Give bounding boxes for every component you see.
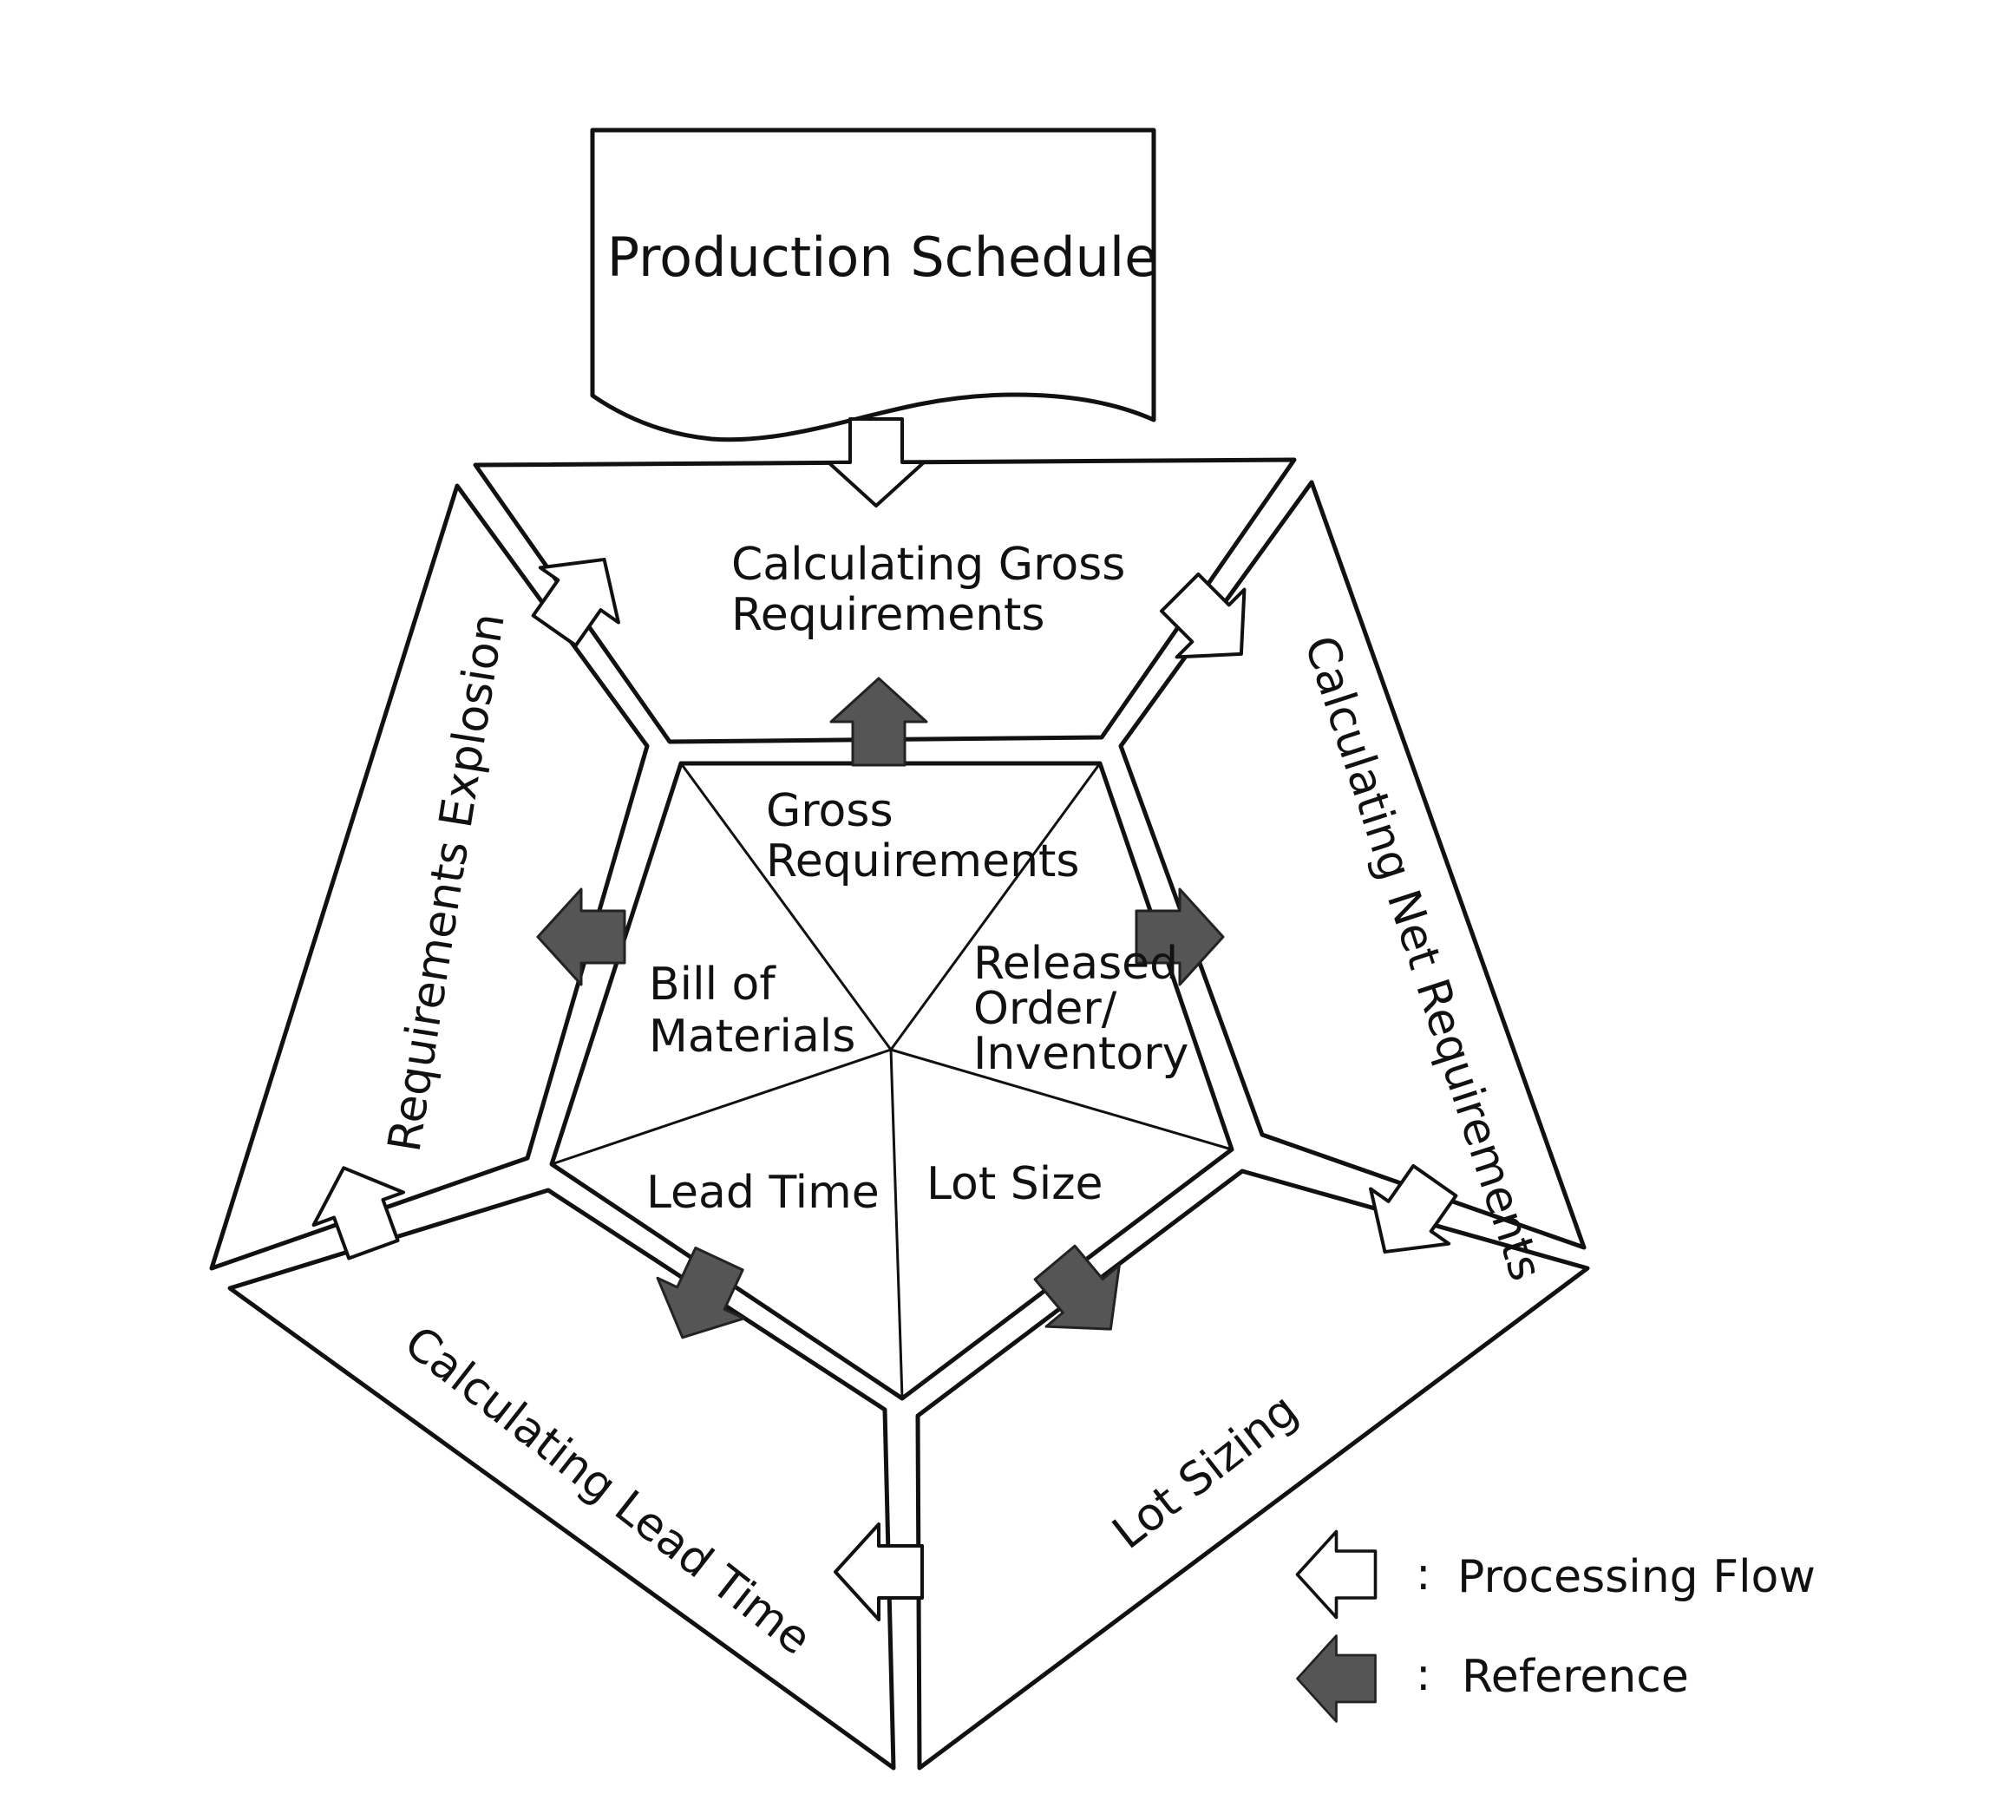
panel-calculating-gross-requirements [473,457,1297,744]
legend-processing-flow-arrow [1295,1529,1378,1620]
label-lead-time: Lead Time [646,1167,880,1219]
label-released-order-line2: Order/ [973,983,1117,1035]
legend-reference-separator: : [1416,1649,1431,1701]
label-released-order-line1: Released [973,938,1178,990]
label-gross-requirements-line1: Gross [766,785,893,837]
label-bill-of-materials-line2: Materials [649,1011,855,1063]
panel-requirements-explosion [209,483,650,1271]
legend: : Processing Flow : Reference [1295,1529,1816,1723]
production-schedule-document: Production Schedule [590,128,1157,442]
legend-reference-label: Reference [1462,1651,1689,1703]
legend-processing-flow-separator: : [1416,1548,1431,1601]
label-bill-of-materials-line1: Bill of [649,959,776,1011]
legend-processing-flow-label: Processing Flow [1457,1551,1816,1603]
legend-reference-arrow [1296,1634,1377,1723]
production-schedule-title: Production Schedule [607,226,1157,289]
data-pentagon [549,761,1234,1401]
label-released-order-line3: Inventory [973,1028,1188,1080]
panel-calculating-lead-time [227,1188,896,1771]
label-lot-size: Lot Size [926,1158,1103,1210]
label-calculating-gross-line2: Requirements [731,589,1045,641]
label-calculating-gross-line1: Calculating Gross [731,539,1125,591]
label-gross-requirements-line2: Requirements [766,835,1080,887]
